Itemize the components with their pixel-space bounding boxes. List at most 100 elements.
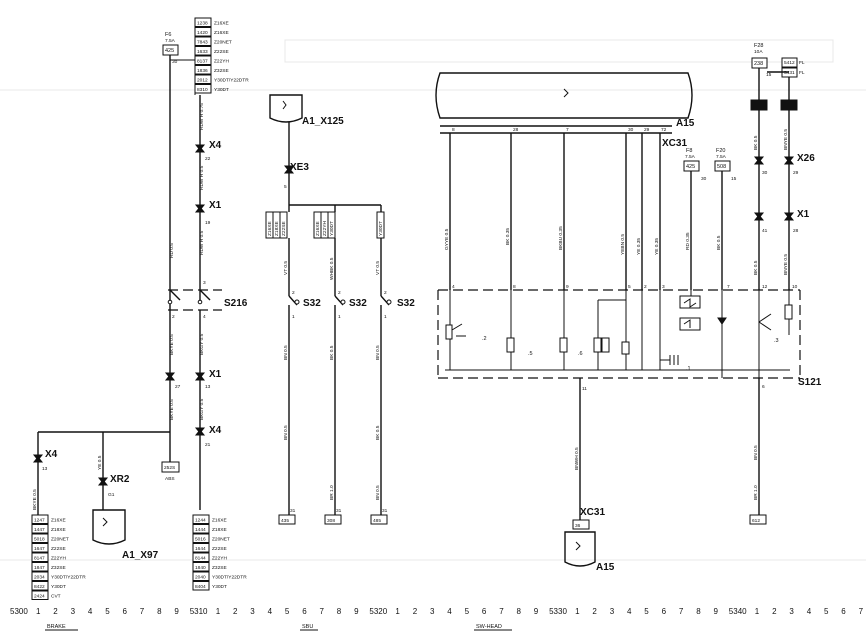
svg-text:.1: .1 [686, 366, 691, 372]
table-code-cell [194, 65, 212, 75]
table-code: 8147 [34, 556, 45, 562]
table-code-cell [31, 524, 49, 534]
svg-text:X1: X1 [209, 369, 222, 380]
svg-text:27: 27 [175, 384, 181, 390]
connector-x1-mid: X1 27 13 [164, 369, 222, 390]
table-code-cell [31, 543, 49, 553]
scale-num: 6 [841, 607, 846, 616]
table-label: Z22YH [51, 556, 66, 562]
table-code: 1840 [195, 565, 206, 571]
svg-text:A15: A15 [596, 562, 615, 573]
connector-x4-mid: X4 21 [194, 425, 222, 448]
sw-head-wires: GYYE 0.5 BK 0.35 BKBU 0.35 YEBN 0.5 YE 0… [444, 133, 661, 290]
table-code: 2034 [34, 575, 45, 581]
svg-text:15: 15 [731, 176, 737, 182]
scale-num: 3 [250, 607, 255, 616]
svg-text:1: 1 [384, 314, 387, 320]
scale-num: 8 [696, 607, 701, 616]
svg-text:508: 508 [717, 164, 726, 170]
scale-num: 3 [610, 607, 615, 616]
table-code-cell [31, 581, 49, 591]
svg-text:X4: X4 [209, 140, 222, 151]
scale-start: 5310 [190, 607, 208, 616]
svg-text:30: 30 [628, 127, 634, 133]
svg-text:X1: X1 [209, 200, 222, 211]
table-label: Z16XE [214, 30, 229, 36]
scale-num: 6 [662, 607, 667, 616]
svg-text:7.5A: 7.5A [165, 38, 176, 44]
scale-num: 4 [807, 607, 812, 616]
svg-text:BN 0.5: BN 0.5 [283, 345, 289, 360]
s32-table-cell [279, 211, 288, 239]
scale-num: 8 [337, 607, 342, 616]
scale-num: 4 [268, 607, 273, 616]
svg-text:4: 4 [203, 314, 206, 320]
table-code: 1447 [34, 527, 45, 533]
svg-text:A15: A15 [676, 118, 695, 129]
svg-text:BNYE 0.5: BNYE 0.5 [783, 254, 789, 275]
switch-s216: 2 4 3 S216 [167, 280, 248, 320]
scale-num: 5 [285, 607, 290, 616]
svg-text:BNYE 0.5: BNYE 0.5 [783, 129, 789, 150]
scale-num: 7 [320, 607, 325, 616]
svg-text:BK 0.5: BK 0.5 [753, 135, 759, 150]
table-label: Z18XE [51, 527, 66, 533]
section-labels: BRAKE SBU SW-HEAD [45, 624, 512, 631]
svg-text:S32: S32 [349, 298, 367, 309]
scale-num: 5 [824, 607, 829, 616]
svg-text:19: 19 [205, 220, 211, 226]
table-label: Z22YH [212, 556, 227, 562]
svg-text:BR 1.0: BR 1.0 [329, 485, 335, 500]
section-sw-head: SW-HEAD [476, 624, 502, 630]
svg-text:XR2: XR2 [110, 474, 130, 485]
svg-text:31: 31 [336, 508, 342, 514]
scale-num: 4 [627, 607, 632, 616]
switch-s121: S121 4 8 9 5 2 3 7 12 10 .2 .5 .6 .1 [437, 284, 822, 388]
svg-text:5412: 5412 [784, 60, 795, 66]
scale-num: 5 [465, 607, 470, 616]
scale-num: 8 [157, 607, 162, 616]
svg-text:2: 2 [172, 314, 175, 320]
table-code: 1420 [197, 30, 208, 36]
module-a1-x125: A1_X125 [269, 94, 344, 127]
scale-start: 5320 [369, 607, 387, 616]
wire-label-rdw-3: RDW H 0.5 [199, 230, 205, 255]
svg-text:RD 0.35: RD 0.35 [685, 232, 691, 250]
svg-text:435: 435 [281, 518, 289, 524]
table-label: Z16XE [214, 21, 229, 27]
s32-table-label: Z22SE [281, 221, 287, 236]
table-code-cell [194, 46, 212, 56]
svg-text:7: 7 [566, 127, 569, 133]
svg-text:X1: X1 [797, 209, 810, 220]
table-code-cell [192, 533, 210, 543]
table-label: Y30DT/Y22DTR [212, 575, 247, 581]
svg-text:S121: S121 [798, 377, 822, 388]
scale-num: 7 [679, 607, 684, 616]
svg-text:1: 1 [338, 314, 341, 320]
scale-num: 4 [88, 607, 93, 616]
table-code-cell [194, 36, 212, 46]
scale-num: 2 [53, 607, 58, 616]
wire-label-rd: RD 0.5 [169, 243, 175, 258]
svg-text:.5: .5 [528, 351, 533, 357]
table-code: 2424 [34, 594, 45, 600]
table-code-cell [192, 571, 210, 581]
connector-xe3: XE3 5 [283, 162, 309, 190]
section-brake: BRAKE [47, 624, 66, 630]
table-code-cell [194, 55, 212, 65]
scale-num: 9 [714, 607, 719, 616]
svg-text:.3: .3 [774, 338, 779, 344]
table-code: 8422 [34, 584, 45, 590]
table-code-cell [31, 552, 49, 562]
svg-text:425: 425 [165, 48, 174, 54]
connector-x1-top: X1 19 [194, 200, 222, 226]
svg-text:31: 31 [382, 508, 388, 514]
fuse-f20: F20 7.5A 508 15 BK 0.5 [714, 148, 737, 290]
scale-num: 7 [140, 607, 145, 616]
svg-text:WHBK 0.5: WHBK 0.5 [329, 257, 335, 280]
table-code: 8137 [197, 59, 208, 65]
